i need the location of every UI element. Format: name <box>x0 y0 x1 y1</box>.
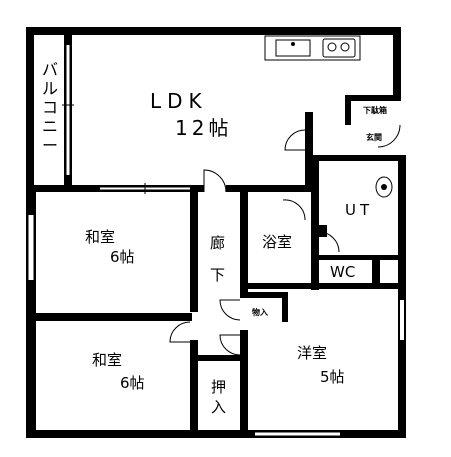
outer-walls <box>26 27 406 438</box>
yoshitsu-name: 洋室 <box>297 344 327 362</box>
ldk-name: LDK <box>150 89 208 113</box>
washitsu1-size: 6帖 <box>110 248 135 266</box>
closet-label-2: 入 <box>211 398 226 416</box>
toilet-fixture <box>375 176 393 198</box>
bath-label: 浴室 <box>262 233 292 251</box>
washitsu1-name: 和室 <box>85 228 115 246</box>
storage-label: 物入 <box>252 307 268 317</box>
wc-label: WC <box>330 263 355 281</box>
door-swings <box>169 124 401 356</box>
hallway-label-1: 廊 <box>210 234 225 252</box>
ut-label: UT <box>345 201 373 219</box>
ldk-size: 12帖 <box>175 116 232 140</box>
kitchen-counter <box>264 35 361 61</box>
hallway-label-2: 下 <box>210 266 225 284</box>
shoe-storage-label: 下駄箱 <box>363 105 387 115</box>
washitsu2-name: 和室 <box>92 351 122 369</box>
room-labels: LDK 12帖 バルコニー 和室 6帖 和室 6帖 廊 下 浴室 UT WC 下… <box>42 60 387 416</box>
balcony-label: バルコニー <box>42 60 58 155</box>
yoshitsu-size: 5帖 <box>320 368 345 386</box>
entrance-label: 玄関 <box>366 132 382 142</box>
washitsu2-size: 6帖 <box>120 374 145 392</box>
windows <box>27 45 404 437</box>
closet-label-1: 押 <box>211 378 226 396</box>
